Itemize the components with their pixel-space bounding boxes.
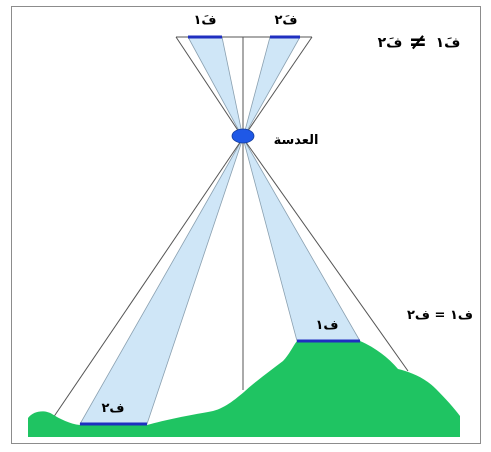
right-cone-upper xyxy=(242,36,301,139)
ground-length-1-label: ف١ xyxy=(315,318,338,333)
lens-label: العدسة xyxy=(274,133,319,148)
not-equal-symbol: ≠ xyxy=(409,30,427,55)
left-cone-upper xyxy=(187,36,244,139)
image-length-2-label: فَ٢ xyxy=(274,13,297,28)
image-length-1-label: فَ١ xyxy=(193,13,216,28)
outer-ray-right xyxy=(242,137,409,372)
image-plane-ray-left xyxy=(175,36,244,139)
terrain xyxy=(28,341,460,437)
ground-length-2-label: ف٢ xyxy=(101,401,124,416)
inequality: فَ٢ ≠ فَ١ xyxy=(378,30,461,55)
inequality-left-label: فَ١ xyxy=(436,35,461,51)
left-cone-lower xyxy=(79,137,244,425)
inequality-right-label: فَ٢ xyxy=(378,35,403,51)
outer-ray-left xyxy=(52,137,244,419)
image-plane-ray-right xyxy=(242,36,313,139)
lens-ellipse xyxy=(231,128,255,144)
right-cone-lower xyxy=(242,137,361,342)
equality-label: ف١ = ف٢ xyxy=(407,308,473,323)
